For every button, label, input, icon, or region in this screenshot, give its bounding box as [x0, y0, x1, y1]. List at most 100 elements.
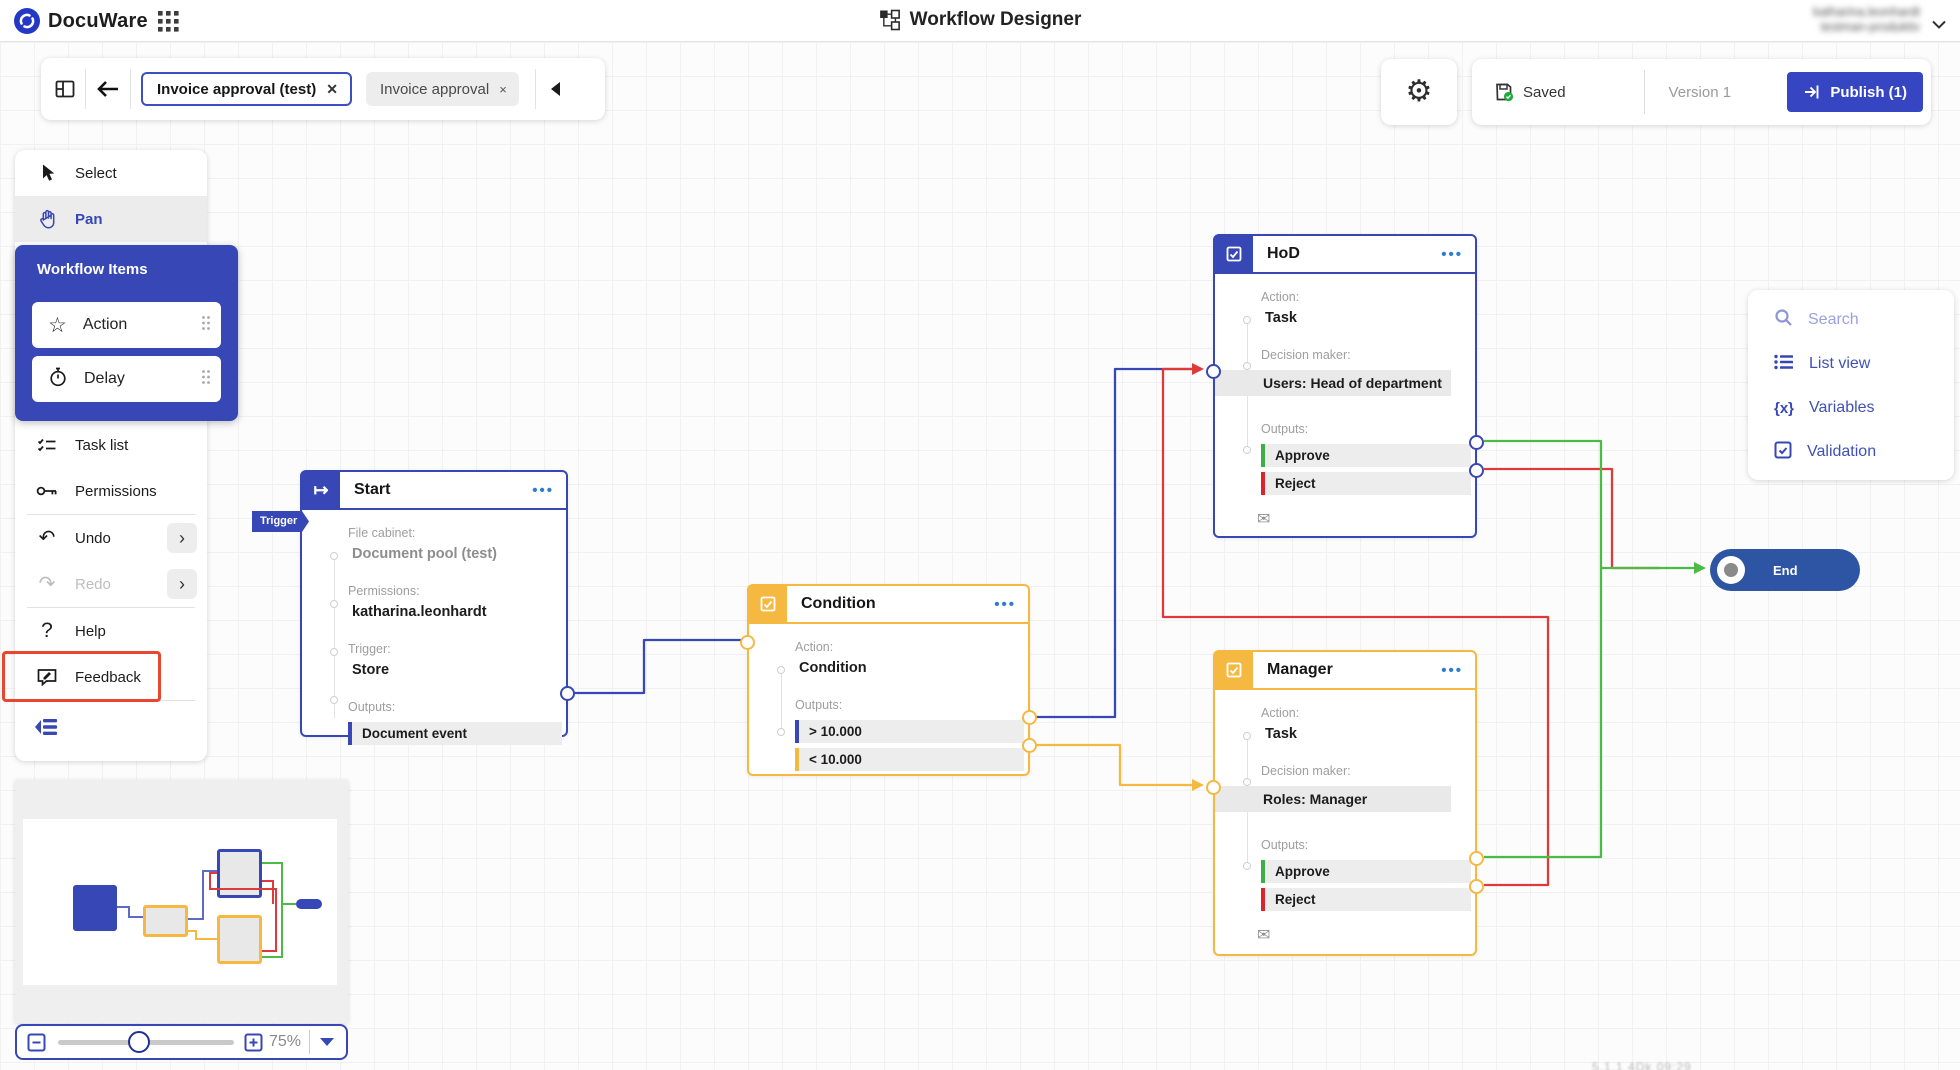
drag-handle-icon[interactable]	[201, 369, 211, 390]
output-port[interactable]	[1469, 851, 1484, 866]
user-menu-chevron-down-icon[interactable]	[1932, 16, 1946, 34]
rail-dot	[1243, 732, 1251, 740]
trigger-tag: Trigger	[252, 511, 309, 532]
email-notification-icon[interactable]: ✉	[1257, 511, 1271, 528]
collapse-sidebar-icon[interactable]	[35, 718, 59, 736]
zoom-dropdown-caret-icon[interactable]	[319, 1037, 335, 1047]
node-hod[interactable]: HoD ••• Action: Task Decision maker: Use…	[1206, 234, 1484, 538]
task-list-icon	[35, 437, 59, 453]
outputs-list: Document event	[348, 722, 562, 745]
tab-close-icon[interactable]: ×	[499, 81, 507, 97]
node-manager[interactable]: Manager ••• Action: Task Decision maker:…	[1206, 650, 1484, 956]
sidebar-item-label: Help	[75, 622, 106, 640]
sidebar-item-select[interactable]: Select	[15, 150, 207, 196]
output-port[interactable]	[1469, 879, 1484, 894]
sidebar-item-label: Permissions	[75, 482, 157, 500]
workflow-item-action[interactable]: ☆ Action	[32, 302, 221, 348]
tab-close-icon[interactable]: ✕	[326, 80, 338, 97]
node-start[interactable]: ↦ Start ••• File cabinet: Document pool …	[300, 470, 575, 745]
zoom-slider-track[interactable]	[58, 1030, 234, 1053]
output-row-reject[interactable]: Reject	[1261, 888, 1471, 911]
sidebar-item-feedback[interactable]: Feedback	[2, 651, 207, 702]
outputs-label: Outputs:	[795, 698, 843, 712]
sidebar-item-redo[interactable]: ↷ Redo ›	[15, 561, 207, 607]
decision-maker-value[interactable]: Roles: Manager	[1215, 786, 1451, 812]
rail-dot	[330, 696, 338, 704]
field-label: Action:	[1261, 290, 1300, 304]
sidebar-item-permissions[interactable]: Permissions	[15, 468, 207, 514]
sidebar-item-help[interactable]: ? Help	[15, 608, 207, 654]
tab-label: Invoice approval	[379, 80, 490, 98]
node-header[interactable]: HoD •••	[1215, 236, 1475, 274]
input-port[interactable]	[740, 635, 755, 650]
output-port[interactable]	[1469, 435, 1484, 450]
node-title: End	[1773, 562, 1798, 578]
decision-maker-value[interactable]: Users: Head of department	[1215, 370, 1451, 396]
output-port[interactable]	[1022, 738, 1037, 753]
output-row-document-event[interactable]: Document event	[348, 722, 562, 745]
field-label: Trigger:	[348, 642, 391, 656]
output-port[interactable]	[560, 686, 575, 701]
publish-button[interactable]: Publish (1)	[1787, 72, 1923, 112]
output-row-lt-10000[interactable]: < 10.000	[795, 748, 1024, 771]
outputs-label: Outputs:	[1261, 838, 1309, 852]
sidebar-item-task-list[interactable]: Task list	[15, 422, 207, 468]
sidebar-item-undo[interactable]: ↶ Undo ›	[15, 515, 207, 561]
node-condition[interactable]: Condition ••• Action: Condition Outputs:…	[740, 584, 1037, 776]
node-header[interactable]: Condition •••	[749, 586, 1028, 624]
undo-expand-button[interactable]: ›	[167, 523, 197, 553]
rail-dot	[777, 728, 785, 736]
tool-validation[interactable]: Validation	[1748, 430, 1954, 474]
output-port[interactable]	[1022, 710, 1037, 725]
tab-scroll-left-icon[interactable]	[550, 81, 561, 97]
field-value: Task	[1265, 310, 1297, 326]
output-port[interactable]	[1469, 463, 1484, 478]
redo-expand-button[interactable]: ›	[167, 569, 197, 599]
status-card: Saved Version 1 Publish (1)	[1472, 59, 1931, 125]
decision-maker-label: Decision maker:	[1261, 348, 1351, 362]
workflow-item-delay[interactable]: Delay	[32, 356, 221, 402]
node-menu-icon[interactable]: •••	[1441, 245, 1463, 263]
field-label: File cabinet:	[348, 526, 416, 540]
tab-invoice-approval-test[interactable]: Invoice approval (test) ✕	[141, 72, 352, 106]
split-view-icon[interactable]	[55, 79, 75, 99]
tab-invoice-approval[interactable]: Invoice approval ×	[365, 72, 519, 106]
input-port[interactable]	[1206, 364, 1221, 379]
output-row-approve[interactable]: Approve	[1261, 444, 1471, 467]
node-end[interactable]: End	[1710, 549, 1860, 591]
drag-handle-icon[interactable]	[201, 315, 211, 336]
gear-icon[interactable]: ⚙	[1405, 75, 1433, 108]
zoom-in-icon[interactable]	[244, 1033, 263, 1052]
decision-maker-label: Decision maker:	[1261, 764, 1351, 778]
zoom-slider-handle[interactable]	[128, 1030, 150, 1053]
node-menu-icon[interactable]: •••	[532, 481, 554, 499]
node-menu-icon[interactable]: •••	[994, 595, 1016, 613]
node-header[interactable]: ↦ Start •••	[302, 472, 566, 510]
back-arrow-icon[interactable]	[96, 79, 120, 99]
wire-hod-approve-to-end	[1484, 439, 1694, 570]
user-org: testman-produktiv	[1820, 20, 1920, 34]
tool-variables[interactable]: {x} Variables	[1748, 386, 1954, 430]
output-row-reject[interactable]: Reject	[1261, 472, 1471, 495]
node-menu-icon[interactable]: •••	[1441, 661, 1463, 679]
end-port-ring	[1717, 556, 1745, 584]
output-row-approve[interactable]: Approve	[1261, 860, 1471, 883]
output-row-gt-10000[interactable]: > 10.000	[795, 720, 1024, 743]
wire-hod-reject-to-end	[1484, 467, 1660, 570]
sidebar-item-pan[interactable]: Pan	[15, 196, 207, 242]
sidebar-item-label: Task list	[75, 436, 129, 454]
input-port[interactable]	[1206, 780, 1221, 795]
user-account-info[interactable]: katharina.leonhardt testman-produktiv	[1813, 5, 1920, 35]
top-bar: DocuWare Workflow Designer katharina.leo…	[0, 0, 1960, 42]
email-notification-icon[interactable]: ✉	[1257, 927, 1271, 944]
zoom-out-icon[interactable]	[27, 1033, 46, 1052]
minimap[interactable]	[15, 780, 348, 1023]
apps-grid-icon[interactable]	[158, 11, 179, 37]
sidebar-collapse-row	[15, 701, 207, 753]
minimap-node-condition	[143, 905, 188, 937]
publish-label: Publish (1)	[1830, 83, 1907, 101]
tool-label: Validation	[1807, 443, 1877, 460]
node-header[interactable]: Manager •••	[1215, 652, 1475, 690]
tool-search[interactable]: Search	[1748, 298, 1954, 342]
tool-list-view[interactable]: List view	[1748, 342, 1954, 386]
